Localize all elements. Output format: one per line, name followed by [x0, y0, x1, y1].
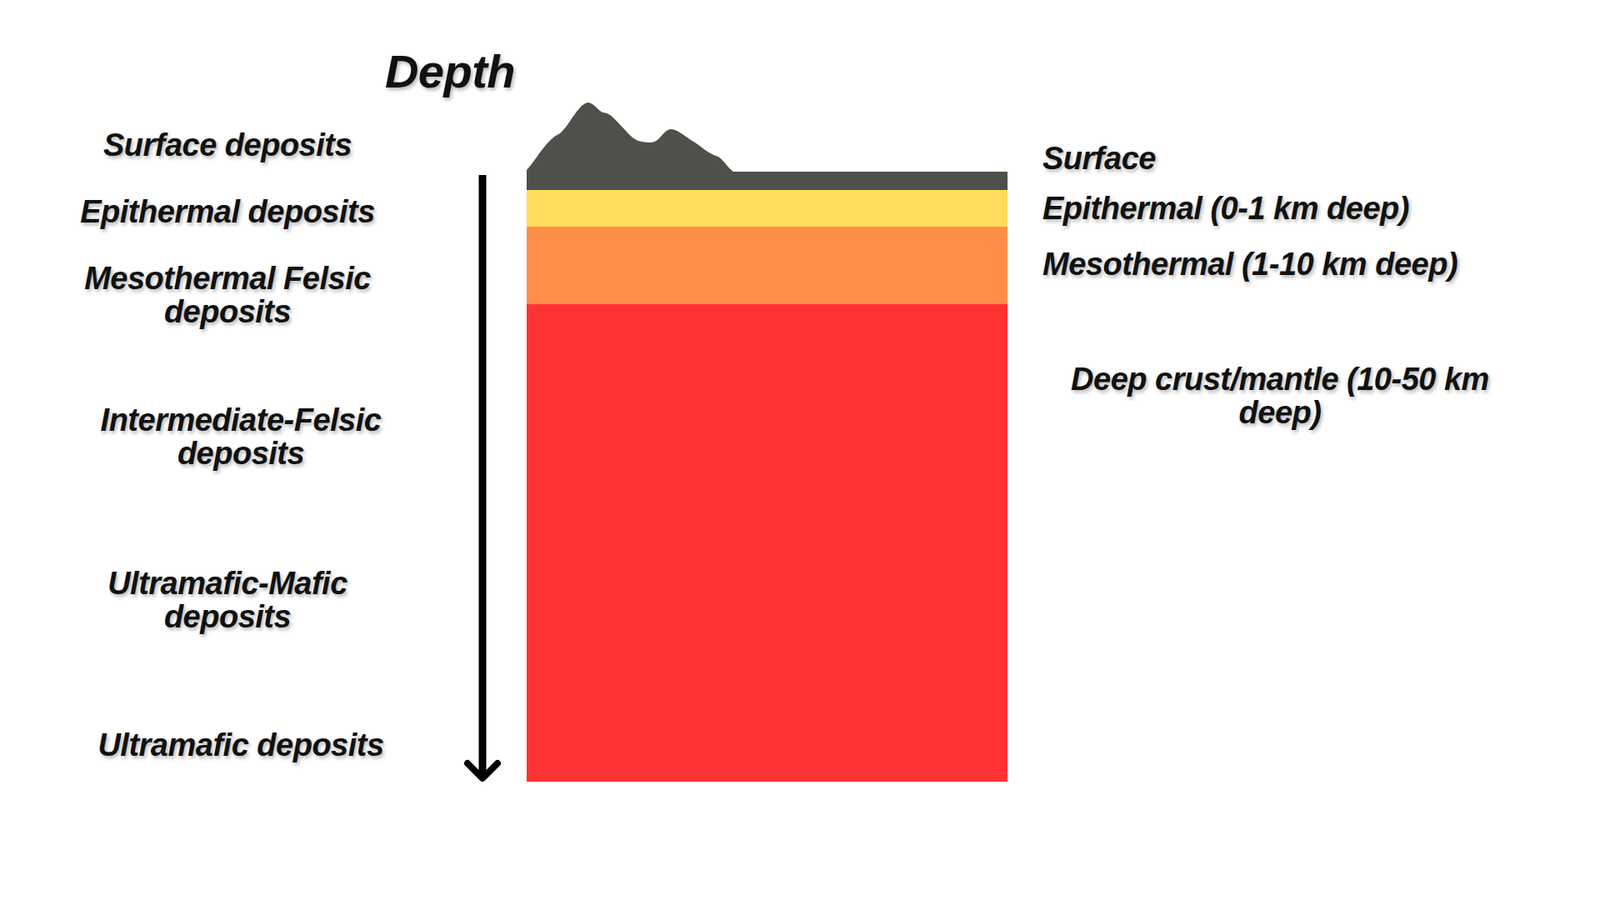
depth-arrow-head [467, 763, 498, 779]
layer-label: Surface [1042, 142, 1156, 176]
layer-label: Deep crust/mantle (10-50 km deep) [1042, 363, 1518, 430]
deposit-label: Ultramafic-Mafic deposits [44, 567, 411, 635]
epithermal-band [526, 189, 1008, 227]
layer-label: Epithermal (0-1 km deep) [1042, 192, 1410, 226]
deposit-label: Intermediate-Felsic deposits [57, 404, 425, 471]
layer-label: Mesothermal (1-10 km deep) [1042, 248, 1458, 282]
deposit-label: Surface deposits [103, 129, 352, 163]
deposit-label: Mesothermal Felsic deposits [44, 262, 411, 330]
deposit-label: Epithermal deposits [80, 195, 375, 230]
axis-title: Depth [385, 47, 515, 97]
surface-mountains [526, 102, 1008, 190]
depth-arrow-shaft [479, 175, 487, 775]
deposit-label: Ultramafic deposits [97, 729, 384, 763]
deep-crust-band [526, 303, 1008, 782]
mesothermal-band [526, 225, 1008, 305]
